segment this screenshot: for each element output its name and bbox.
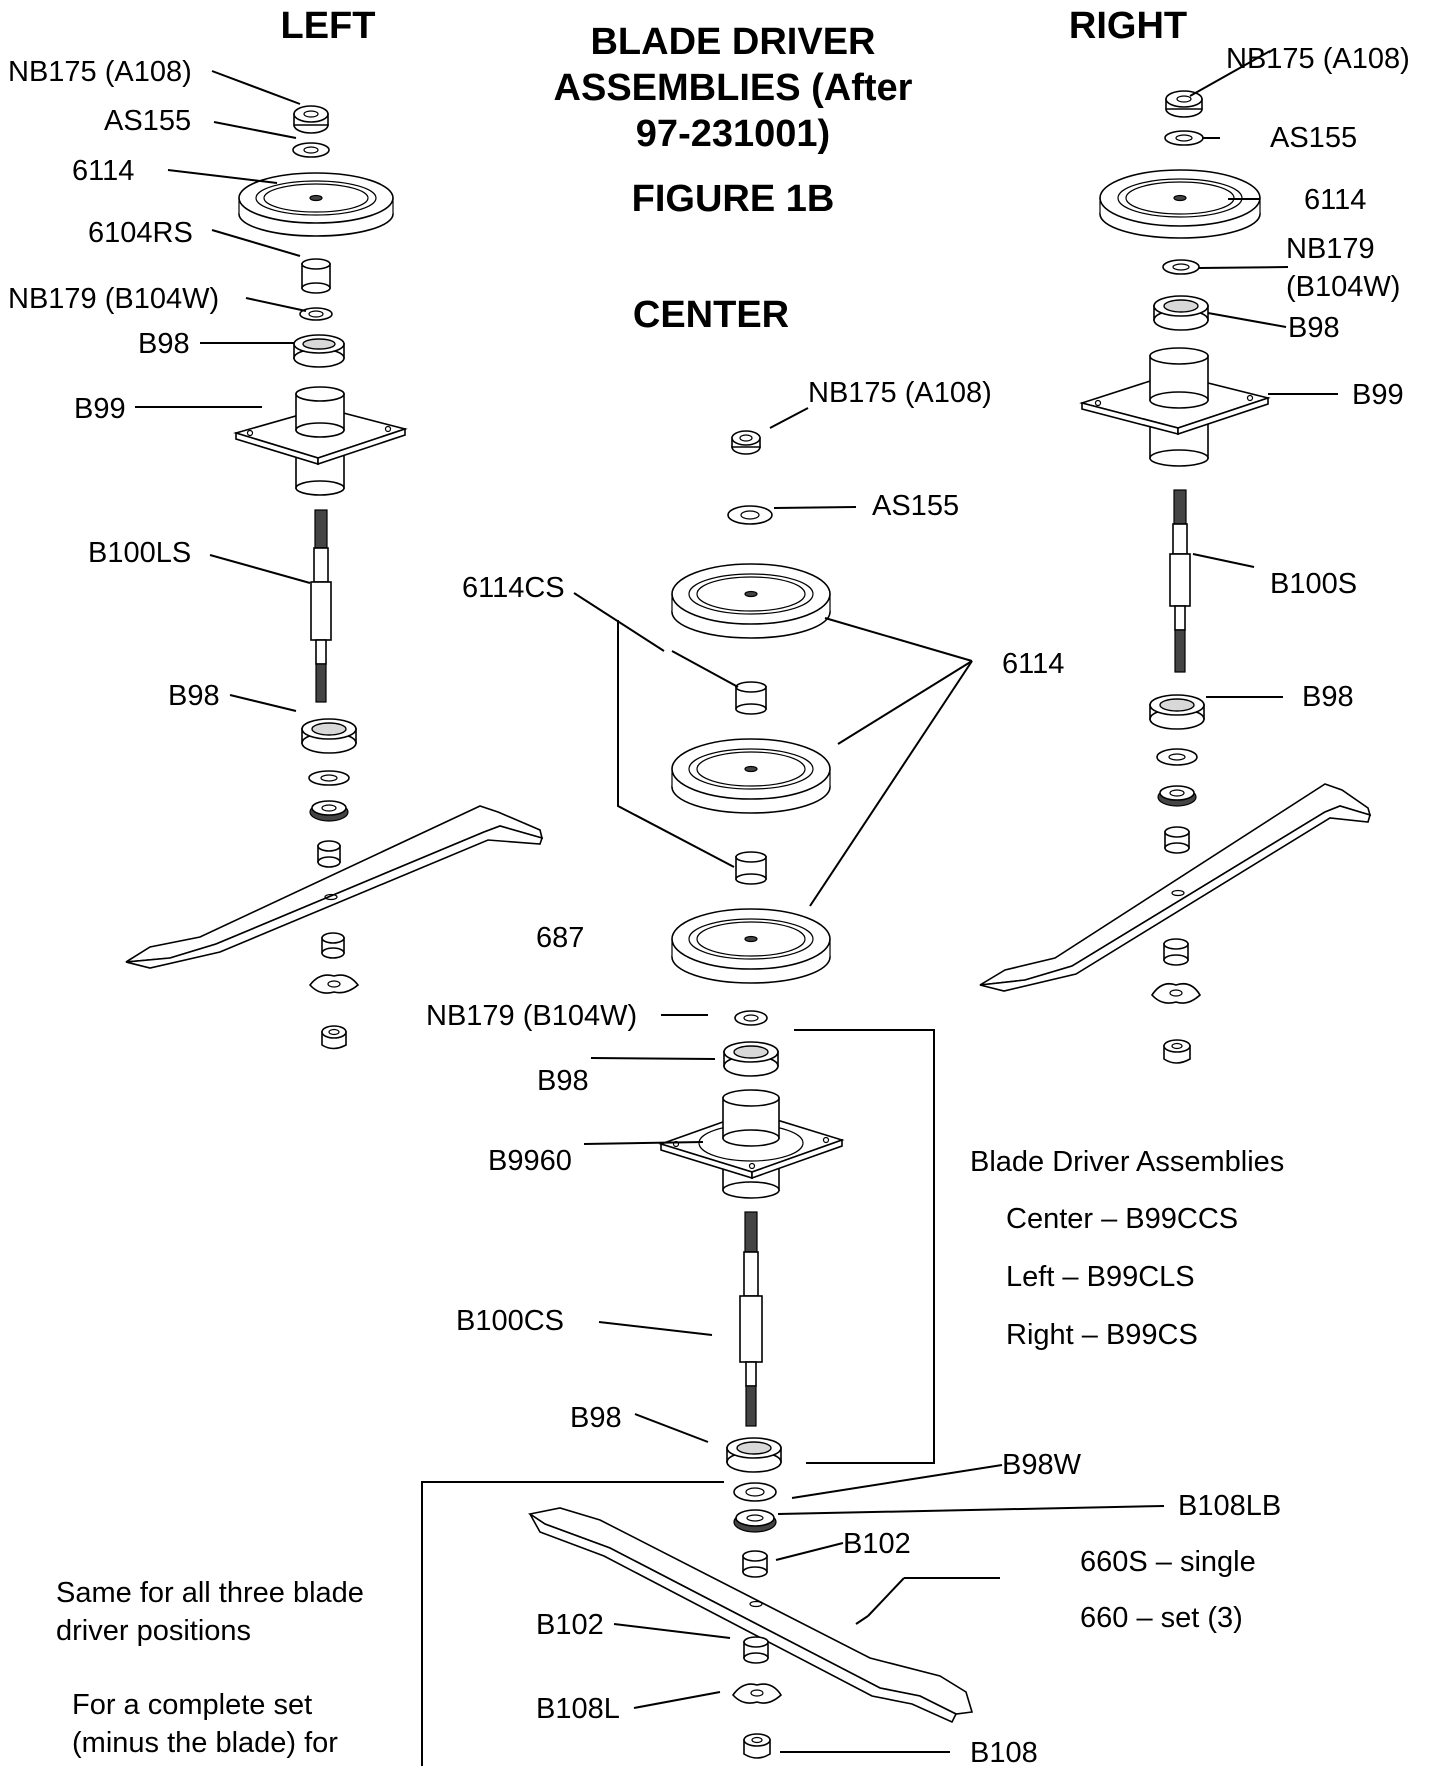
left-washer-as155: [292, 142, 330, 158]
label-right-nb179-line2: (B104W): [1286, 271, 1400, 303]
label-left-b98-bottom: B98: [168, 680, 220, 712]
label-right-b99: B99: [1352, 379, 1404, 411]
left-hex-nut: [293, 105, 329, 134]
label-b102-top: B102: [843, 1528, 911, 1560]
figure-label: FIGURE 1B: [632, 178, 835, 220]
left-bearing-b98-bottom: [301, 718, 357, 754]
label-b108: B108: [970, 1737, 1038, 1766]
left-spindle-b100ls: [310, 509, 332, 703]
label-center-6114cs: 6114CS: [462, 572, 565, 604]
center-nut-b108: [743, 1733, 771, 1759]
label-left-6104rs: 6104RS: [88, 217, 193, 249]
label-center-b100cs: B100CS: [456, 1305, 564, 1337]
center-bearing-b98-bottom: [726, 1437, 782, 1473]
label-right-b100s: B100S: [1270, 568, 1357, 600]
label-center-b9960: B9960: [488, 1145, 572, 1177]
center-spindle-b100cs: [739, 1211, 763, 1427]
label-right-6114: 6114: [1304, 184, 1366, 216]
center-hex-nut: [731, 430, 761, 455]
left-pulley-6114: [238, 172, 394, 237]
label-center-nb175: NB175 (A108): [808, 377, 992, 409]
label-center-b98-top: B98: [537, 1065, 589, 1097]
right-bearing-b98-bottom: [1149, 694, 1205, 730]
center-washer-as155: [727, 505, 773, 525]
leader-lines: [135, 50, 1338, 1766]
right-spindle-b100s: [1169, 489, 1191, 673]
assembly-center: Center – B99CCS: [1006, 1203, 1238, 1235]
assembly-right: Right – B99CS: [1006, 1319, 1198, 1351]
left-spacer-6104rs: [301, 258, 331, 294]
label-b108lb: B108LB: [1178, 1490, 1281, 1522]
right-housing-b99: [1079, 347, 1271, 467]
label-left-as155: AS155: [104, 105, 191, 137]
note-complete-line-1: For a complete set: [72, 1689, 312, 1721]
center-washer-nb179: [734, 1010, 768, 1026]
label-left-b99: B99: [74, 393, 126, 425]
center-pulley-2: [671, 738, 831, 814]
right-hex-nut: [1165, 90, 1203, 118]
label-660-set: 660 – set (3): [1080, 1602, 1243, 1634]
left-blade-lower-hardware: [308, 932, 360, 1050]
label-right-b98-top: B98: [1288, 312, 1340, 344]
right-blade-lower-hardware: [1150, 938, 1202, 1064]
right-blade-hardware: [1156, 748, 1198, 854]
heading-center: CENTER: [633, 294, 789, 336]
label-left-nb175: NB175 (A108): [8, 56, 192, 88]
heading-right: RIGHT: [1069, 5, 1187, 47]
center-spacer-b102-bottom: [743, 1636, 769, 1664]
label-660s-single: 660S – single: [1080, 1546, 1256, 1578]
center-spacer-1: [735, 681, 767, 715]
center-washer-b98w: [733, 1482, 777, 1502]
title-line-1: BLADE DRIVER: [590, 21, 875, 63]
label-center-687: 687: [536, 922, 584, 954]
right-assembly: [979, 90, 1372, 1064]
label-center-6114: 6114: [1002, 648, 1064, 680]
left-washer-nb179: [299, 307, 333, 321]
right-pulley-6114: [1099, 169, 1261, 239]
label-b108l: B108L: [536, 1693, 620, 1725]
right-bearing-b98-top: [1153, 295, 1209, 331]
center-spacer-b102-top: [742, 1550, 768, 1578]
label-left-b100ls: B100LS: [88, 537, 191, 569]
center-spacer-2: [735, 851, 767, 885]
center-pulley-687: [671, 908, 831, 984]
label-center-nb179: NB179 (B104W): [426, 1000, 637, 1032]
center-housing-b9960: [658, 1089, 845, 1199]
label-left-b98-top: B98: [138, 328, 190, 360]
label-b102-bottom: B102: [536, 1609, 604, 1641]
label-right-nb175: NB175 (A108): [1226, 43, 1410, 75]
heading-left: LEFT: [281, 5, 376, 47]
right-washer-as155: [1164, 130, 1204, 146]
left-housing-b99: [233, 386, 408, 496]
label-center-b98-bottom: B98: [570, 1402, 622, 1434]
label-left-nb179: NB179 (B104W): [8, 283, 219, 315]
note-same-line-1: Same for all three blade: [56, 1577, 364, 1609]
center-bearing-b98-top: [723, 1041, 779, 1077]
left-assembly: [125, 105, 544, 1050]
center-pulley-1: [671, 563, 831, 639]
left-bearing-b98-top: [293, 334, 345, 368]
right-washer-nb179: [1162, 259, 1200, 275]
label-right-as155: AS155: [1270, 122, 1357, 154]
title-line-2: ASSEMBLIES (After: [554, 67, 913, 109]
label-right-b98-bottom: B98: [1302, 681, 1354, 713]
note-complete-line-2: (minus the blade) for: [72, 1727, 338, 1759]
center-assembly: [527, 430, 974, 1759]
note-same-line-2: driver positions: [56, 1615, 251, 1647]
left-blade-hardware: [308, 770, 350, 868]
center-lock-bearing-b108lb: [733, 1509, 777, 1533]
label-b98w: B98W: [1002, 1449, 1082, 1481]
title-line-3: 97-231001): [636, 113, 830, 155]
left-blade: [125, 805, 544, 969]
right-blade: [979, 783, 1372, 992]
label-right-nb179-line1: NB179: [1286, 233, 1375, 265]
label-left-6114: 6114: [72, 155, 134, 187]
assemblies-heading: Blade Driver Assemblies: [970, 1146, 1284, 1178]
label-center-as155: AS155: [872, 490, 959, 522]
assembly-left: Left – B99CLS: [1006, 1261, 1195, 1293]
center-blade: [527, 1507, 974, 1724]
center-lock-b108l: [731, 1683, 783, 1704]
